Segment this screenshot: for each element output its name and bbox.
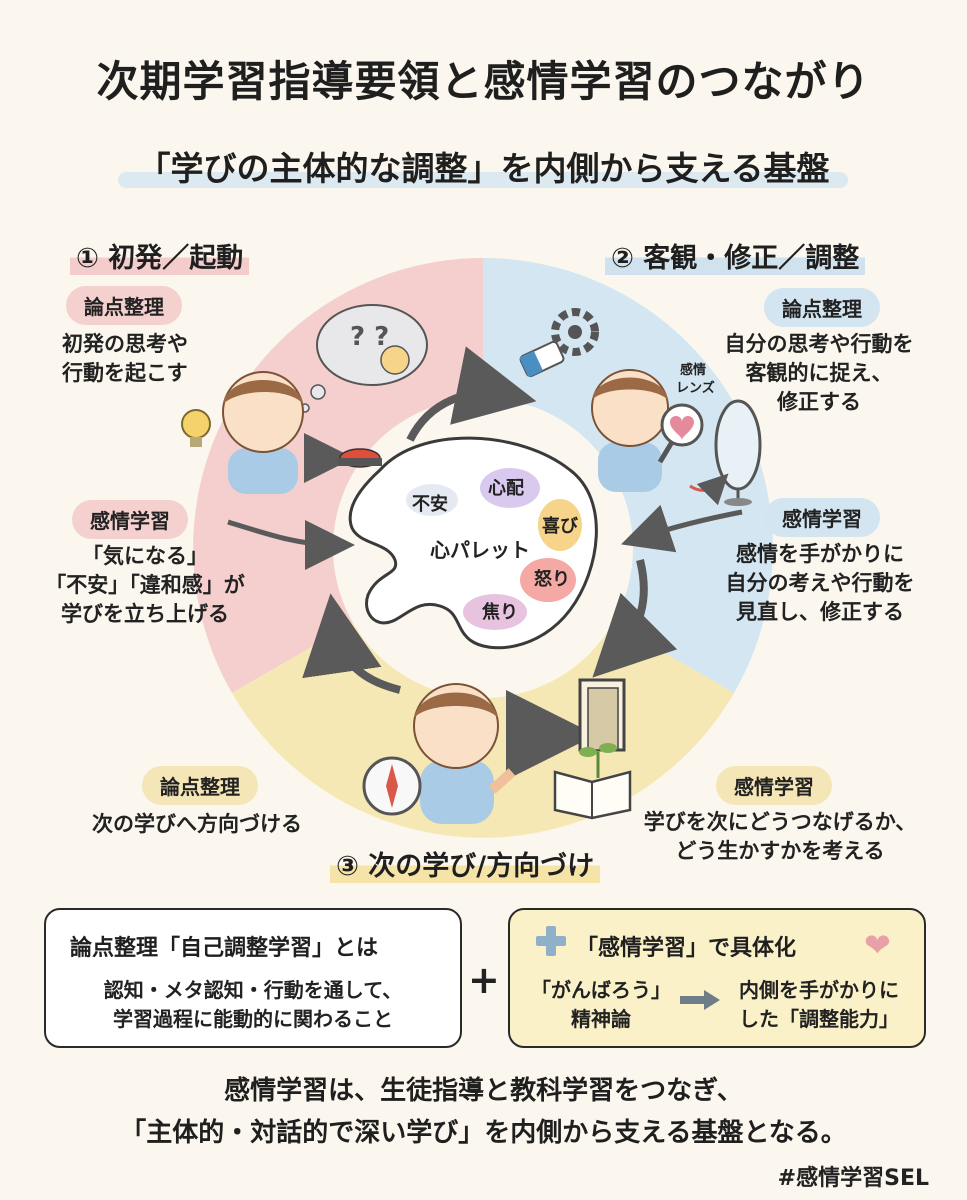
stage1-heading: ① 初発／起動 [70, 236, 250, 275]
palette-title: 心パレット [430, 538, 530, 562]
book-sprout-icon [553, 743, 632, 820]
stage2-tag-emotion: 感情学習 [764, 498, 880, 537]
emotion-label-worry: 心配 [488, 478, 524, 499]
emotion-label-anxiety: 不安 [412, 493, 448, 515]
eraser-icon [519, 340, 565, 378]
arrow-left-in [227, 519, 355, 570]
lightbulb-icon [181, 409, 211, 447]
stage3-tag-argument: 論点整理 [142, 766, 258, 805]
plus-sign: + [468, 958, 500, 1002]
page-subtitle: 「学びの主体的な調整」を内側から支える基盤 [137, 149, 830, 188]
box-self-regulated-learning: 論点整理「自己調整学習」とは 認知・メタ認知・行動を通して、学習過程に能動的に関… [44, 908, 462, 1048]
child-figure-3 [413, 683, 516, 824]
child-figure-1 [222, 371, 304, 494]
lens-label-2: レンズ [676, 380, 715, 396]
box-left-title: 論点整理「自己調整学習」とは [70, 936, 379, 961]
stage1-tag-argument: 論点整理 [66, 286, 182, 325]
stage3-text-argument: 次の学びへ方向づける [92, 812, 302, 836]
arrow-right-icon [680, 990, 720, 1010]
heart-icon: ❤ [864, 926, 891, 964]
magnifier-heart-icon [657, 403, 704, 464]
conclusion-line-2: 「主体的・対話的で深い学び」を内側から支える基盤となる。 [120, 1118, 847, 1148]
box-emotion-learning: 「感情学習」で具体化 ❤ 「がんばろう」精神論 内側を手がかりにした「調整能力」 [508, 908, 926, 1048]
small-red-arrow [689, 473, 729, 506]
stage1-tag-emotion: 感情学習 [72, 500, 188, 539]
emotion-label-anger: 怒り [534, 568, 570, 590]
conclusion-line-1: 感情学習は、生徒指導と教科学習をつなぎ、 [224, 1076, 743, 1106]
box-right-from: 「がんばろう」精神論 [531, 978, 671, 1031]
emotion-label-impatience: 焦り [481, 601, 518, 623]
stage1-text-argument: 初発の思考や行動を起こす [62, 332, 188, 385]
compass-icon [362, 756, 422, 816]
stage2-tag-argument: 論点整理 [764, 288, 880, 327]
thought-cloud: ? ? [300, 304, 428, 413]
box-right-title: 「感情学習」で具体化 [576, 936, 797, 961]
emotion-label-joy: 喜び [542, 516, 579, 537]
hashtag: #感情学習SEL [777, 1166, 929, 1191]
box-left-text: 認知・メタ認知・行動を通して、学習過程に能動的に関わること [103, 978, 403, 1031]
arrow-down-right [592, 559, 678, 678]
box-right-to: 内側を手がかりにした「調整能力」 [739, 978, 899, 1031]
child-figure-2 [591, 369, 669, 492]
stage3-heading: ③ 次の学び/方向づけ [330, 844, 601, 883]
mirror-icon [714, 399, 762, 506]
svg-text:? ?: ? ? [350, 322, 389, 352]
red-button-icon [304, 433, 382, 483]
gear-icon [551, 308, 599, 356]
stage3-text-emotion: 学びを次にどうつなげるか、どう生かすかを考える [643, 810, 917, 863]
lens-label-1: 感情 [680, 362, 706, 378]
stage3-tag-emotion: 感情学習 [716, 766, 832, 805]
arrow-up-left [302, 593, 401, 694]
plus-icon [536, 926, 566, 956]
stage2-heading: ② 客観・修正／調整 [605, 236, 866, 275]
arrow-right-in [621, 504, 743, 553]
door-icon [578, 678, 626, 752]
stage2-text-argument: 自分の思考や行動を客観的に捉え、修正する [724, 332, 914, 414]
subtitle-underline [118, 172, 848, 188]
arrow-top [406, 346, 537, 442]
stage1-text-emotion: 「気になる」「不安」「違和感」が学びを立ち上げる [45, 544, 245, 626]
stage2-text-emotion: 感情を手がかりに自分の考えや行動を見直し、修正する [725, 542, 915, 624]
page-title: 次期学習指導要領と感情学習のつながり [96, 57, 871, 106]
